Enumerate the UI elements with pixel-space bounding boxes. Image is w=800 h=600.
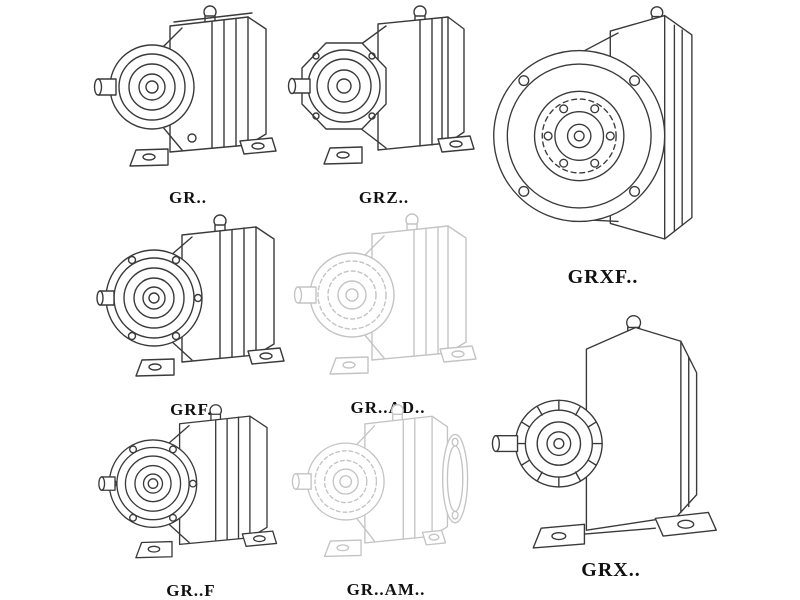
grxf-gearbox-drawing [493,6,693,240]
figure-grxf-label: GRXF.. [567,266,639,289]
gr-gearbox-drawing [93,5,277,167]
figure-gr-label: GR.. [169,188,207,207]
gr-ad-gearbox-drawing [293,213,477,375]
figure-gr-am-label: GR..AM.. [346,580,426,600]
figure-gr-ad: GR..AD.. [288,208,488,418]
gr-am-gearbox-drawing [291,404,469,558]
figure-gr-ad-label: GR..AD.. [350,398,426,417]
figure-grx: GRX.. [488,296,734,580]
figure-gr-f-label: GR..F [166,580,216,600]
figure-gr: GR.. [90,2,286,208]
figure-grx-label: GRX.. [581,558,641,581]
figure-grf: GRF.. [94,210,294,420]
figure-gr-f: GR..F [96,400,286,600]
figure-grz-label: GRZ.. [358,188,410,207]
grx-gearbox-drawing [491,314,717,549]
gr-f-gearbox-drawing [98,404,278,559]
figure-grxf: GRXF.. [484,0,722,287]
grf-gearbox-drawing [96,214,285,377]
figure-grf-label: GRF.. [170,400,218,419]
figure-gr-am: GR..AM.. [290,398,482,600]
grz-gearbox-drawing [287,5,475,165]
figure-grz: GRZ.. [286,2,482,208]
